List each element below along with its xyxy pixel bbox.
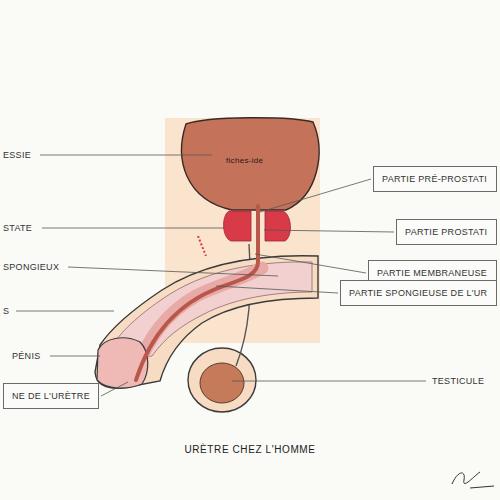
part-label: TESTICULE bbox=[432, 375, 484, 387]
watermark: fiches-ide bbox=[226, 155, 263, 167]
part-label: S bbox=[3, 305, 9, 317]
leader-line bbox=[101, 382, 128, 396]
part-label: STATE bbox=[3, 222, 32, 234]
scrotum bbox=[188, 348, 256, 412]
callout-text: PARTIE PROSTATI bbox=[405, 226, 488, 238]
leader-line bbox=[260, 179, 371, 212]
leader-line bbox=[42, 228, 224, 229]
leader-line bbox=[50, 356, 100, 357]
urethra bbox=[136, 206, 258, 380]
prostate-lobe bbox=[224, 211, 251, 241]
leader-line bbox=[68, 267, 278, 276]
part-label: ESSIE bbox=[3, 149, 31, 161]
part-label: PÉNIS bbox=[12, 350, 41, 362]
penis-outline bbox=[95, 256, 318, 388]
leader-line bbox=[232, 381, 426, 382]
leader-line bbox=[216, 286, 338, 293]
callout-box: NE DE L'URÈTRE bbox=[3, 383, 99, 409]
corpus-spongiosum bbox=[136, 268, 262, 372]
diagram-title: URÈTRE CHEZ L'HOMME bbox=[0, 444, 500, 455]
callout-text: NE DE L'URÈTRE bbox=[12, 390, 90, 402]
signature bbox=[452, 472, 494, 488]
glans bbox=[97, 338, 148, 388]
leader-line bbox=[16, 311, 114, 312]
callout-text: PARTIE PRÉ-PROSTATI bbox=[382, 173, 488, 185]
testicle bbox=[200, 363, 244, 403]
callout-box: PARTIE PROSTATI bbox=[396, 219, 497, 245]
leader-line bbox=[40, 155, 212, 156]
part-label: SPONGIEUX bbox=[3, 261, 59, 273]
leader-line bbox=[264, 230, 394, 232]
callout-box: PARTIE SPONGIEUSE DE L'UR bbox=[340, 280, 497, 306]
prostate-lobe bbox=[265, 211, 290, 241]
callout-text: PARTIE MEMBRANEUSE bbox=[377, 267, 488, 279]
dashed-mark bbox=[198, 236, 206, 256]
callout-text: PARTIE SPONGIEUSE DE L'UR bbox=[349, 287, 488, 299]
callout-box: PARTIE PRÉ-PROSTATI bbox=[373, 166, 497, 192]
leader-line bbox=[255, 254, 366, 273]
bladder bbox=[182, 118, 319, 210]
